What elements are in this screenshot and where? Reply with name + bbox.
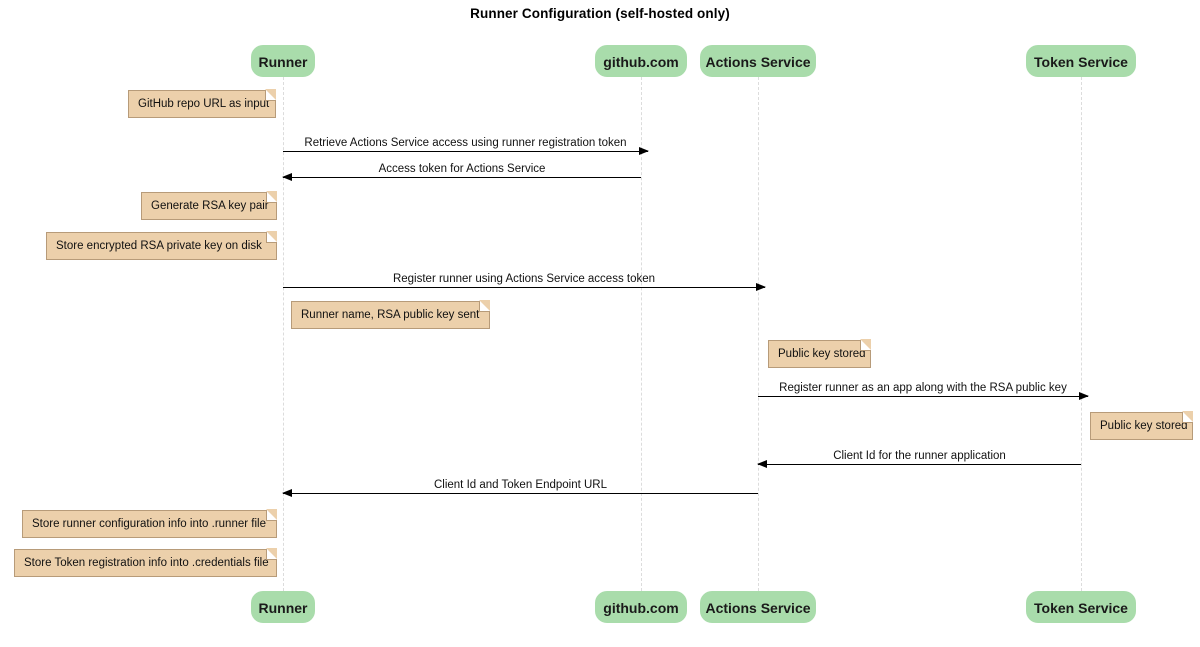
message-label: Client Id and Token Endpoint URL <box>433 479 608 491</box>
note-github-repo-url[interactable]: GitHub repo URL as input <box>128 89 276 118</box>
note-public-key-stored-actions[interactable]: Public key stored <box>768 339 871 368</box>
msg-client-id-runner-app[interactable]: Client Id for the runner application <box>757 450 1081 468</box>
note-text: Generate RSA key pair <box>151 200 269 212</box>
note-fold-corner-icon <box>265 89 276 101</box>
note-text: Store encrypted RSA private key on disk <box>56 240 262 252</box>
message-label: Access token for Actions Service <box>378 163 546 175</box>
note-text: Public key stored <box>1100 420 1188 432</box>
participant-token-top[interactable]: Token Service <box>1026 45 1136 77</box>
arrow-head-icon <box>639 146 649 155</box>
note-fold-corner-icon <box>1182 411 1193 423</box>
msg-register-runner-as-app[interactable]: Register runner as an app along with the… <box>758 382 1089 400</box>
participant-github-bottom[interactable]: github.com <box>595 591 687 623</box>
participant-label: Runner <box>258 600 308 616</box>
msg-retrieve-actions-access[interactable]: Retrieve Actions Service access using ru… <box>283 137 649 155</box>
msg-access-token[interactable]: Access token for Actions Service <box>282 163 641 181</box>
note-public-key-stored-token[interactable]: Public key stored <box>1090 411 1193 440</box>
note-runner-name-rsa[interactable]: Runner name, RSA public key sent <box>291 300 490 329</box>
participant-runner-bottom[interactable]: Runner <box>251 591 315 623</box>
msg-client-id-token-endpoint[interactable]: Client Id and Token Endpoint URL <box>282 479 758 497</box>
arrow-head-icon <box>1079 391 1089 400</box>
participant-actions-top[interactable]: Actions Service <box>700 45 816 77</box>
arrow-head-icon <box>756 282 766 291</box>
msg-register-runner[interactable]: Register runner using Actions Service ac… <box>283 273 766 291</box>
participant-label: github.com <box>603 600 679 616</box>
lifeline-token <box>1081 77 1082 591</box>
note-text: Store runner configuration info into .ru… <box>32 518 266 530</box>
note-store-encrypted-rsa[interactable]: Store encrypted RSA private key on disk <box>46 231 277 260</box>
page-title: Runner Configuration (self-hosted only) <box>470 6 730 21</box>
participant-token-bottom[interactable]: Token Service <box>1026 591 1136 623</box>
participant-runner-top[interactable]: Runner <box>251 45 315 77</box>
message-label: Client Id for the runner application <box>833 450 1006 462</box>
participant-label: Actions Service <box>705 600 811 616</box>
note-text: Public key stored <box>778 348 866 360</box>
lifeline-actions <box>758 77 759 591</box>
participant-label: Runner <box>258 54 308 70</box>
note-text: Store Token registration info into .cred… <box>24 557 269 569</box>
note-fold-corner-icon <box>860 339 871 351</box>
participant-github-top[interactable]: github.com <box>595 45 687 77</box>
note-fold-corner-icon <box>266 231 277 243</box>
note-generate-rsa[interactable]: Generate RSA key pair <box>141 191 277 220</box>
note-fold-corner-icon <box>266 548 277 560</box>
note-fold-corner-icon <box>266 509 277 521</box>
participant-actions-bottom[interactable]: Actions Service <box>700 591 816 623</box>
arrow-head-icon <box>282 172 292 181</box>
participant-label: github.com <box>603 54 679 70</box>
note-store-token-registration[interactable]: Store Token registration info into .cred… <box>14 548 277 577</box>
arrow-head-icon <box>282 488 292 497</box>
message-label: Register runner using Actions Service ac… <box>392 273 656 285</box>
note-fold-corner-icon <box>479 300 490 312</box>
participant-label: Actions Service <box>705 54 811 70</box>
arrow-head-icon <box>757 459 767 468</box>
note-text: Runner name, RSA public key sent <box>301 309 480 321</box>
lifeline-github <box>641 77 642 591</box>
note-fold-corner-icon <box>266 191 277 203</box>
participant-label: Token Service <box>1034 54 1128 70</box>
lifeline-runner <box>283 77 284 591</box>
message-label: Register runner as an app along with the… <box>779 382 1067 394</box>
participant-label: Token Service <box>1034 600 1128 616</box>
message-label: Retrieve Actions Service access using ru… <box>304 137 627 149</box>
note-store-runner-config[interactable]: Store runner configuration info into .ru… <box>22 509 277 538</box>
note-text: GitHub repo URL as input <box>138 98 270 110</box>
